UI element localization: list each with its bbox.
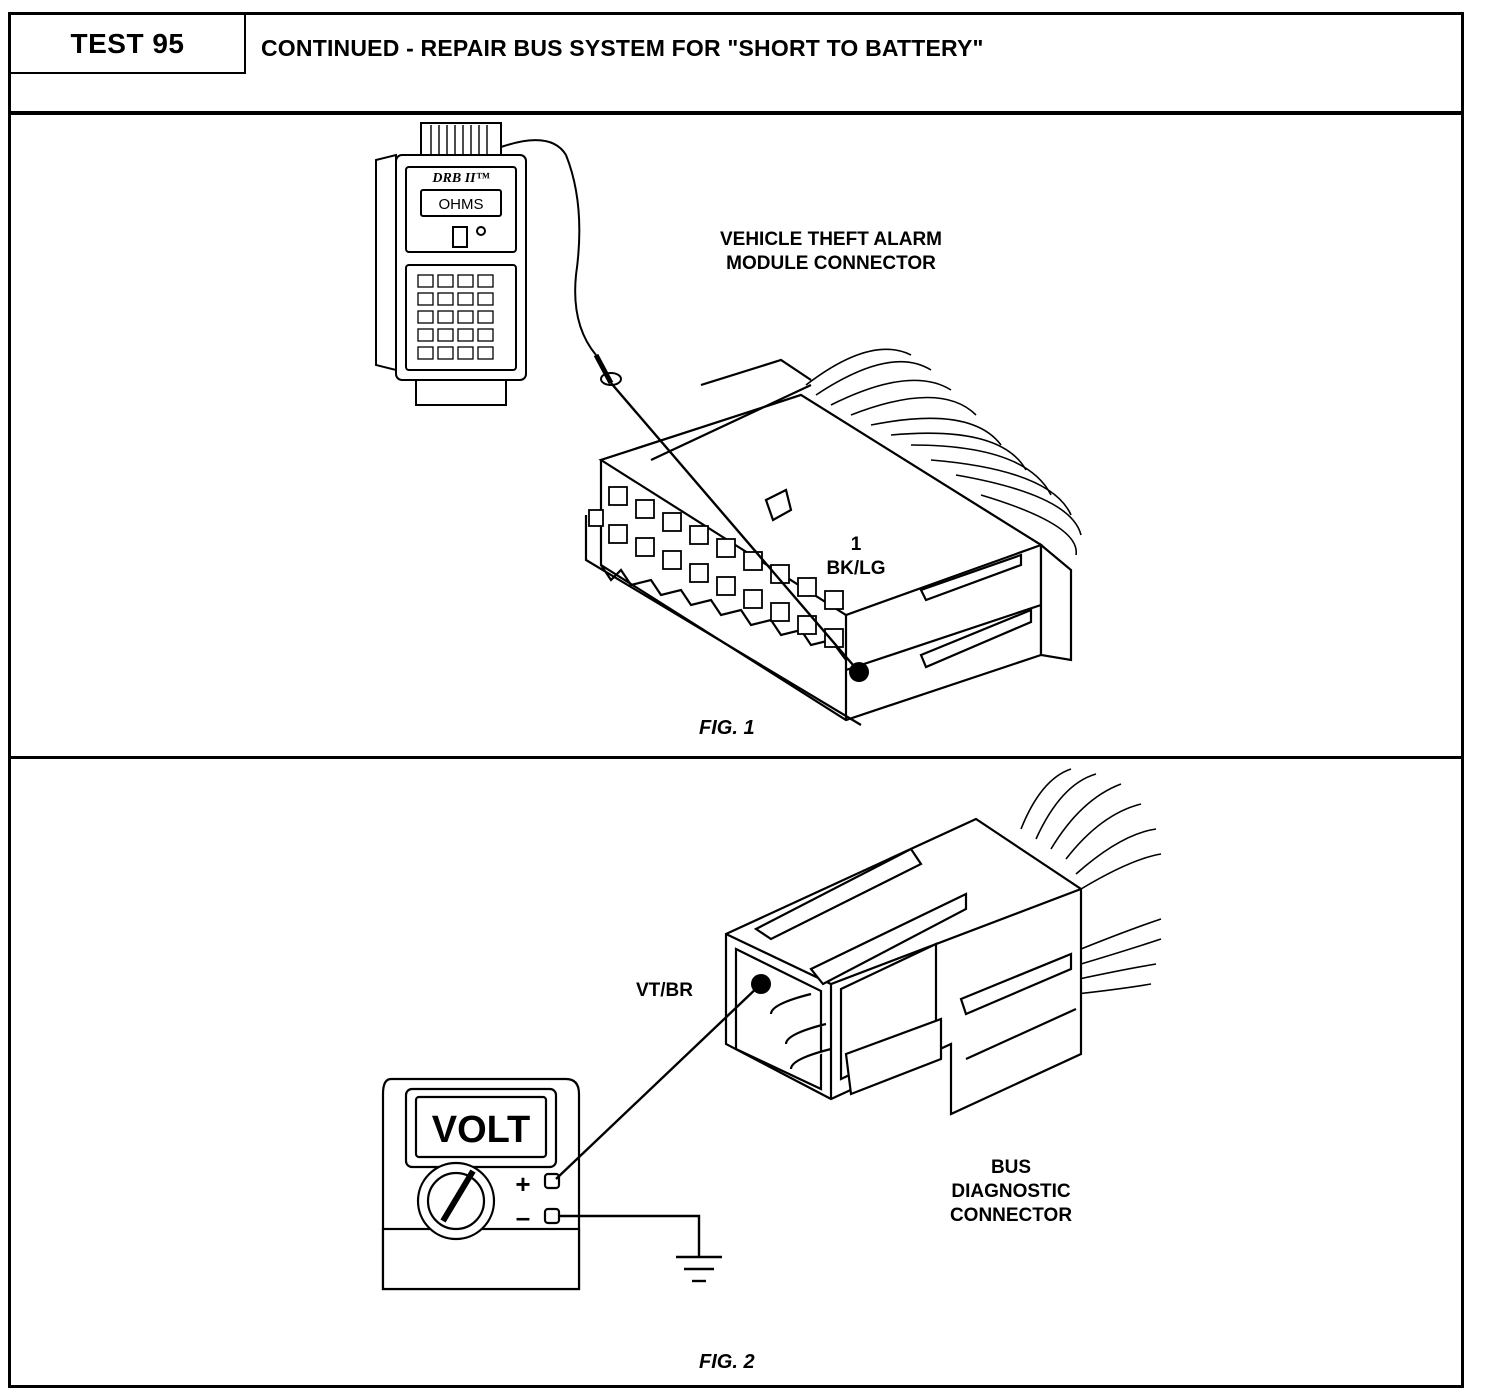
test-leads [555, 983, 762, 1257]
wire-harness-icon [805, 348, 1082, 556]
wire-label: VT/BR [636, 980, 693, 1001]
plus-terminal-label: + [515, 1169, 530, 1199]
tester-display: OHMS [439, 196, 484, 213]
connector-cavities [588, 486, 844, 648]
figure-2-drawing: VOLT + – [381, 768, 1162, 1291]
figure-2-caption: FIG. 2 [699, 1351, 755, 1373]
meter-display: VOLT [432, 1109, 531, 1151]
figure-1-drawing: DRB II™ OHMS [375, 122, 1082, 726]
figure-2-panel: VOLT + – VT/BR BUS DIAGNOSTIC CONNECTOR … [11, 759, 1461, 1385]
tester-keypad [417, 274, 494, 360]
test-page: TEST 95 CONTINUED - REPAIR BUS SYSTEM FO… [8, 12, 1464, 1388]
drb-ii-tester-icon [375, 122, 527, 406]
connector-label: BUS DIAGNOSTIC CONNECTOR [949, 1157, 1073, 1226]
test-number: TEST 95 [70, 27, 185, 59]
theft-alarm-connector-icon [584, 358, 1073, 726]
connector-label: VEHICLE THEFT ALARM MODULE CONNECTOR [719, 229, 942, 274]
test-number-box: TEST 95 [11, 15, 246, 74]
bus-diagnostic-connector-icon [724, 817, 1083, 1116]
figure-1-caption: FIG. 1 [699, 717, 755, 739]
pin-label: 1 BK/LG [826, 534, 886, 579]
ground-icon [676, 1255, 722, 1283]
page-header: TEST 95 CONTINUED - REPAIR BUS SYSTEM FO… [11, 15, 1461, 115]
tester-brand: DRB II™ [431, 171, 489, 186]
voltmeter-icon [381, 1077, 581, 1291]
page-title: CONTINUED - REPAIR BUS SYSTEM FOR "SHORT… [261, 35, 984, 61]
minus-terminal-label: – [516, 1202, 530, 1232]
wire-harness-icon [1020, 768, 1162, 995]
test-lead [500, 139, 860, 673]
figure-1-panel: DRB II™ OHMS VEHICLE THEFT ALARM MODULE … [11, 115, 1461, 759]
